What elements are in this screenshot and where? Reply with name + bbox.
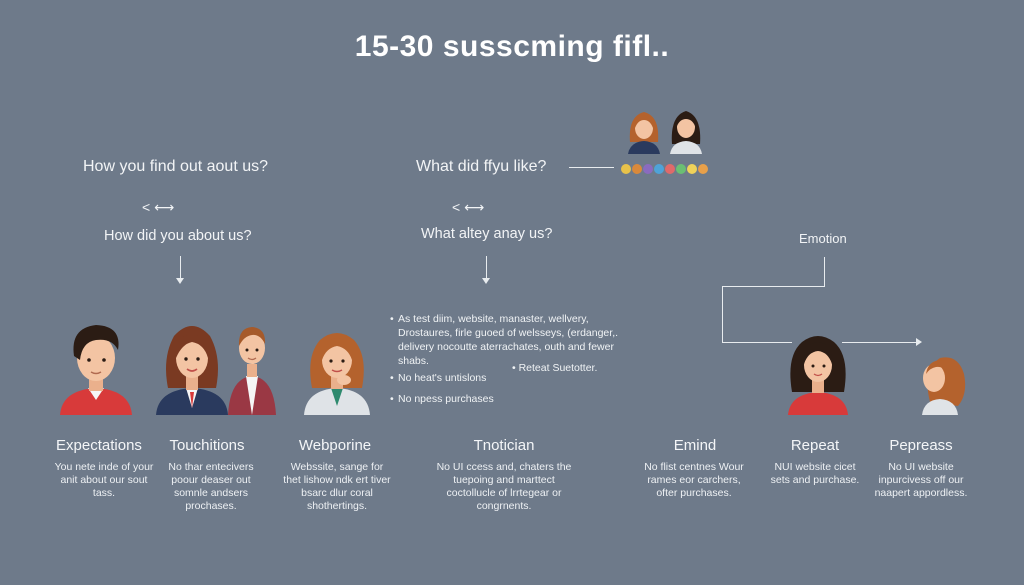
couple-avatar-icon <box>626 106 712 154</box>
bullet-item: No heat's untislons <box>398 372 487 384</box>
side-note: • Reteat Suetotter. <box>512 362 598 374</box>
man-avatar-icon <box>226 320 278 415</box>
bullet-item: No npess purchases <box>398 393 494 405</box>
stage-desc-emind: No flist centnes Wour rames eor carchers… <box>644 461 744 499</box>
stage-heading-emind: Emind <box>673 437 717 454</box>
down-arrow-icon <box>176 256 184 284</box>
connector-line <box>722 342 792 343</box>
stage-heading-repeat: Repeat <box>790 437 840 454</box>
question-what-like: What did ffyu like? <box>416 158 547 175</box>
connector-line <box>722 286 723 343</box>
emoji-reaction-icons <box>621 161 709 179</box>
stage-desc-webporine: Webssite, sange for thet lishow ndk ert … <box>283 461 391 512</box>
down-arrow-icon <box>482 256 490 284</box>
page-title: 15-30 susscming fifl.. <box>354 30 670 63</box>
connector-line <box>824 257 825 286</box>
bullet-item: As test diim, website, manaster, wellver… <box>398 313 619 367</box>
stage-heading-expectations: Expectations <box>56 437 142 454</box>
feedback-bullet-list: •As test diim, website, manaster, wellve… <box>390 313 619 405</box>
woman-avatar-icon <box>154 318 230 415</box>
connector-line <box>722 286 825 287</box>
stage-desc-repeat: NUI website cicet sets and purchase. <box>770 461 860 486</box>
stage-heading-touchitions: Touchitions <box>169 437 245 454</box>
stage-desc-tnotician: No UI ccess and, chaters the tuepoing an… <box>436 461 572 512</box>
stage-desc-pepreass: No UI website inpurcivess off our naaper… <box>874 461 968 499</box>
side-note-text: Reteat Suetotter. <box>518 362 598 374</box>
stage-heading-tnotician: Tnotician <box>473 437 535 454</box>
man-avatar-icon <box>58 320 134 415</box>
right-arrow-icon <box>916 338 922 346</box>
woman-thinking-avatar-icon <box>302 326 372 415</box>
woman-profile-avatar-icon <box>912 350 968 415</box>
woman-avatar-icon <box>786 332 850 415</box>
connector-line <box>569 167 614 168</box>
left-right-arrow-icon: < ⟷ <box>452 199 485 215</box>
stage-desc-touchitions: No thar entecivers poour deaser out somn… <box>168 461 254 512</box>
question-what-altey: What altey anay us? <box>421 226 553 242</box>
left-right-arrow-icon: < ⟷ <box>142 199 175 215</box>
question-find-out: How you find out aout us? <box>83 158 269 175</box>
emotion-label: Emotion <box>799 231 847 246</box>
connector-line <box>842 342 918 343</box>
question-how-did: How did you about us? <box>104 228 252 244</box>
stage-desc-expectations: You nete inde of your anit about our sou… <box>54 461 154 499</box>
stage-heading-webporine: Webporine <box>298 437 372 454</box>
stage-heading-pepreass: Pepreass <box>889 437 953 454</box>
